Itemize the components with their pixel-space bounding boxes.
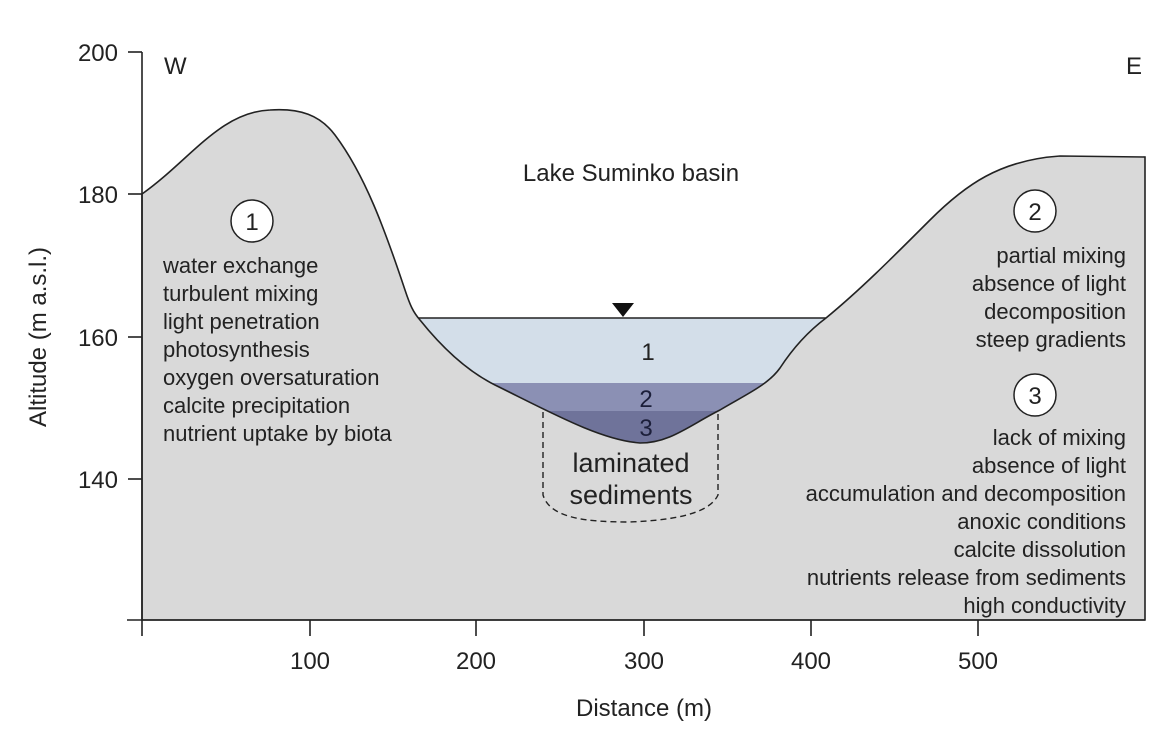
zone-3-item: calcite dissolution <box>954 537 1126 562</box>
terrain-profile <box>141 108 1146 621</box>
svg-text:1: 1 <box>245 209 258 236</box>
zone-1-item: light penetration <box>163 309 320 334</box>
x-ticks <box>141 620 979 636</box>
zone-1-item: water exchange <box>162 253 318 278</box>
y-tick-label: 200 <box>78 40 118 67</box>
zone-2-item: decomposition <box>984 299 1126 324</box>
zone-2-item: partial mixing <box>996 243 1126 268</box>
zone-1: 1 water exchange turbulent mixing light … <box>162 199 392 446</box>
svg-text:2: 2 <box>1028 199 1041 226</box>
zone-3-item: accumulation and decomposition <box>806 481 1126 506</box>
zone-2: 2 partial mixing absence of light decomp… <box>972 189 1126 352</box>
zone-3-item: nutrients release from sediments <box>807 565 1126 590</box>
zone-1-item: calcite precipitation <box>163 393 350 418</box>
zone-1-item: oxygen oversaturation <box>163 365 379 390</box>
x-tick-label: 100 <box>290 648 330 675</box>
sediments-label: laminated <box>572 448 689 478</box>
water-level-marker-icon <box>612 303 634 317</box>
layer-label: 3 <box>639 415 652 442</box>
zone-3-item: high conductivity <box>963 593 1126 618</box>
y-tick-label: 160 <box>78 325 118 352</box>
sediments-label: sediments <box>569 480 692 510</box>
zone-3-item: absence of light <box>972 453 1126 478</box>
zone-3: 3 lack of mixing absence of light accumu… <box>806 373 1126 618</box>
water-layer-1 <box>410 318 830 383</box>
zone-2-item: absence of light <box>972 271 1126 296</box>
x-tick-label: 300 <box>624 648 664 675</box>
zone-3-item: anoxic conditions <box>957 509 1126 534</box>
diagram-title: Lake Suminko basin <box>523 160 739 187</box>
x-tick-label: 200 <box>456 648 496 675</box>
zone-1-item: photosynthesis <box>163 337 310 362</box>
svg-text:3: 3 <box>1028 383 1041 410</box>
layer-label: 2 <box>639 386 652 413</box>
east-label: E <box>1126 53 1142 80</box>
x-tick-label: 400 <box>791 648 831 675</box>
west-label: W <box>164 53 187 80</box>
y-tick-label: 140 <box>78 467 118 494</box>
x-tick-label: 500 <box>958 648 998 675</box>
y-ticks <box>128 51 142 480</box>
zone-3-item: lack of mixing <box>993 425 1126 450</box>
y-tick-label: 180 <box>78 182 118 209</box>
layer-label: 1 <box>641 339 654 366</box>
zone-1-item: turbulent mixing <box>163 281 318 306</box>
y-axis-label: Altitude (m a.s.l.) <box>25 247 52 427</box>
zone-1-item: nutrient uptake by biota <box>163 421 392 446</box>
zone-2-item: steep gradients <box>976 327 1126 352</box>
x-axis-label: Distance (m) <box>576 695 712 722</box>
